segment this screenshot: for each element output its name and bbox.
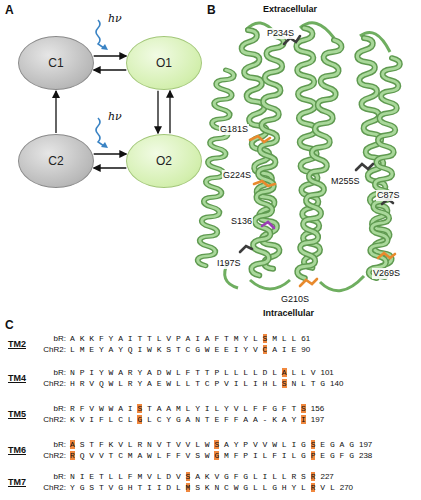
species-name: ChR2: xyxy=(32,379,66,389)
light-arrow xyxy=(96,118,104,146)
residue-sticks xyxy=(240,36,395,286)
species-name: bR: xyxy=(32,368,66,378)
panel-letter: A xyxy=(5,3,14,17)
species-name: ChR2: xyxy=(32,483,66,493)
helix-name: TM6 xyxy=(8,445,26,455)
mutation-label: C87S xyxy=(376,190,401,201)
protein-helices xyxy=(197,23,400,291)
sequence-row: Y G S T V G H T I I D L M S K N C W G L … xyxy=(70,483,335,493)
state-ellipse: C1 xyxy=(18,36,94,90)
helix-name: TM4 xyxy=(8,373,26,383)
transition-arrow xyxy=(94,167,127,168)
transition-arrow xyxy=(55,91,56,133)
sequence-row: N P I Y W A R Y A D W L F T T P L L L L … xyxy=(70,368,315,378)
transition-arrow xyxy=(94,69,127,70)
light-label: hν xyxy=(108,110,122,123)
state-label: O1 xyxy=(156,56,172,70)
mutation-label: G210S xyxy=(280,294,310,305)
light-arrow-head xyxy=(101,44,108,50)
light-label: hν xyxy=(108,12,122,25)
state-label: C2 xyxy=(48,154,63,168)
mutation-label: I197S xyxy=(216,258,242,269)
helix-name: TM7 xyxy=(8,477,26,487)
species-name: bR: xyxy=(32,404,66,414)
residue-number: 238 xyxy=(359,451,372,461)
sequence-row: N I E T L L F M V L D V S A K V G F G L … xyxy=(70,472,315,482)
state-ellipse: C2 xyxy=(18,134,94,188)
sequence-row: L M E Y A Y Q I W K S T C G W E E I Y V … xyxy=(70,345,296,355)
transition-arrow xyxy=(169,91,170,134)
residue-number: 140 xyxy=(330,379,343,389)
mutation-label: M255S xyxy=(330,176,361,187)
state-ellipse: O2 xyxy=(126,134,202,188)
residue-number: 197 xyxy=(311,415,324,425)
sequence-row: R F V W W A I S T A A M L Y I L Y V L F … xyxy=(70,404,306,414)
helix-name: TM5 xyxy=(8,409,26,419)
panel-letter: C xyxy=(5,318,14,332)
state-label: O2 xyxy=(156,154,172,168)
mutation-label: G224S xyxy=(222,170,252,181)
species-name: bR: xyxy=(32,472,66,482)
mutation-label: V269S xyxy=(372,268,401,279)
light-arrow-head xyxy=(101,142,108,148)
side-label: Extracellular xyxy=(262,4,318,15)
species-name: bR: xyxy=(32,440,66,450)
species-name: ChR2: xyxy=(32,451,66,461)
residue-number: 197 xyxy=(359,440,372,450)
transition-arrow xyxy=(157,91,158,134)
state-label: C1 xyxy=(48,56,63,70)
mutation-label: S136 xyxy=(230,216,253,227)
transition-arrow xyxy=(94,55,127,56)
sequence-row: K V I F L C L G L C Y G A N T E F F A A … xyxy=(70,415,306,425)
sequence-row: A S T F K V L R N V T V V L W S A Y P V … xyxy=(70,440,354,450)
sequence-row: R Q V V T C M A W L F F V S W G M F P I … xyxy=(70,451,354,461)
transition-arrow xyxy=(94,153,127,154)
species-name: ChR2: xyxy=(32,415,66,425)
state-ellipse: O1 xyxy=(126,36,202,90)
residue-number: 156 xyxy=(311,404,324,414)
sequence-row: H R V Q W L R Y A E W L L T C P V I L I … xyxy=(70,379,325,389)
residue-number: 90 xyxy=(301,345,310,355)
residue-number: 61 xyxy=(301,334,310,344)
light-arrow xyxy=(96,20,104,48)
residue-number: 270 xyxy=(340,483,353,493)
panel-letter: B xyxy=(207,3,216,17)
species-name: bR: xyxy=(32,334,66,344)
residue-number: 227 xyxy=(320,472,333,482)
residue-number: 101 xyxy=(320,368,333,378)
helix-name: TM2 xyxy=(8,339,26,349)
sequence-row: A K K F Y A I T T L V P A I A F T M Y L … xyxy=(70,334,296,344)
species-name: ChR2: xyxy=(32,345,66,355)
mutation-label: G181S xyxy=(219,124,249,135)
mutation-label: P234S xyxy=(266,28,295,39)
side-label: Intracellular xyxy=(262,308,315,319)
